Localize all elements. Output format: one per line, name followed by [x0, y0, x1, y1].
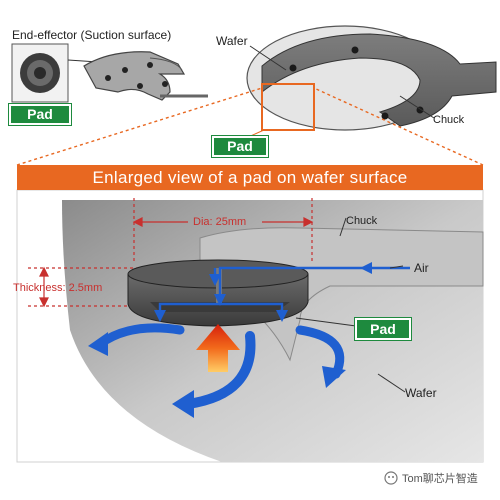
- diameter-dimension: [132, 198, 314, 262]
- air-label: Air: [414, 261, 429, 275]
- end-effector-icon: [11, 43, 99, 103]
- end-effector-fork: [83, 51, 208, 101]
- wafer-enlarged-label: Wafer: [405, 386, 437, 400]
- vortex-arrow-left: [88, 323, 185, 356]
- air-flow-lines: [154, 266, 410, 322]
- zoom-highlight-box: [261, 83, 315, 131]
- zoom-line-right: [313, 87, 484, 166]
- zoom-line-left: [16, 87, 263, 166]
- pad-label-end-effector: Pad: [9, 104, 71, 125]
- wafer-top-label: Wafer: [216, 34, 248, 48]
- air-arrow-head: [360, 262, 372, 274]
- enlarged-view-banner: Enlarged view of a pad on wafer surface: [17, 165, 483, 190]
- watermark-text: Tom聊芯片智造: [402, 473, 478, 485]
- end-effector-label: End-effector (Suction surface): [12, 28, 172, 42]
- pad-puck: [127, 259, 309, 327]
- vortex-arrow-right: [295, 325, 346, 388]
- heat-arrow-icon: [196, 324, 240, 372]
- watermark: Tom聊芯片智造: [384, 470, 478, 486]
- pad-label-wafer: Pad: [212, 136, 268, 157]
- wafer-top-illustration: [246, 25, 497, 131]
- chuck-top-label: Chuck: [433, 114, 465, 126]
- thickness-label: Thickness: 2.5mm: [13, 282, 103, 294]
- wechat-logo-icon: [384, 471, 398, 485]
- chuck-enlarged-label: Chuck: [346, 215, 378, 227]
- thickness-dimension: [28, 266, 140, 308]
- diameter-label: Dia: 25mm: [193, 216, 247, 228]
- vortex-arrow-bottom-left: [172, 331, 256, 418]
- pad-label-enlarged: Pad: [355, 318, 411, 340]
